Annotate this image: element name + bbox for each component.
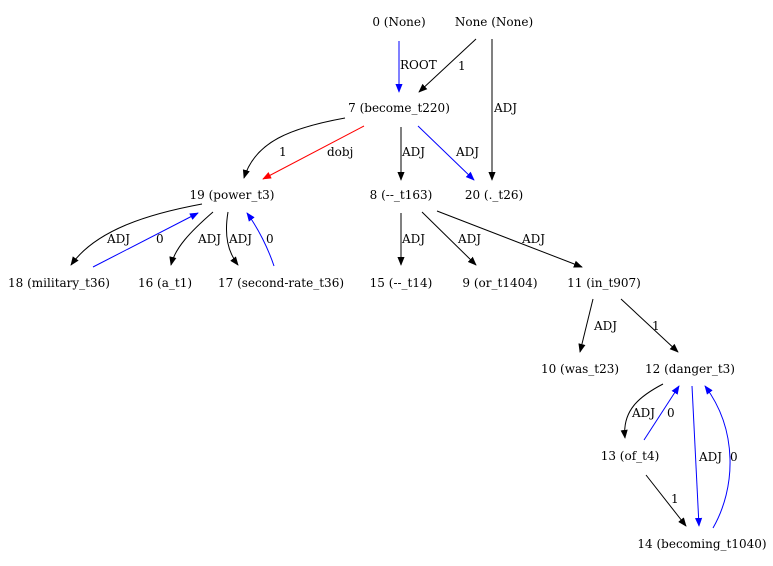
edge-7-to-8: ADJ bbox=[397, 127, 425, 181]
edge-7-to-19-one: 1 bbox=[242, 117, 346, 179]
node-none: None (None) bbox=[455, 15, 533, 29]
edge-label-dobj: dobj bbox=[327, 145, 353, 159]
edge-14-to-12: 0 bbox=[704, 385, 738, 529]
edge-label-adj: ADJ bbox=[631, 406, 655, 420]
edge-13-to-14: 1 bbox=[645, 474, 687, 527]
edge-label-0: 0 bbox=[266, 232, 274, 246]
edge-label-adj: ADJ bbox=[698, 450, 722, 464]
edge-0-to-7: ROOT bbox=[395, 41, 437, 93]
edge-11-to-10: ADJ bbox=[578, 298, 617, 353]
edge-label-adj: ADJ bbox=[593, 319, 617, 333]
edge-label-root: ROOT bbox=[400, 58, 437, 72]
node-10: 10 (was_t23) bbox=[541, 362, 619, 376]
edge-18-to-19: 0 bbox=[92, 212, 199, 268]
edge-label-adj: ADJ bbox=[521, 232, 545, 246]
edge-label-adj: ADJ bbox=[106, 232, 130, 246]
edge-label-adj: ADJ bbox=[457, 232, 481, 246]
edge-none-to-20: ADJ bbox=[488, 39, 517, 181]
node-17: 17 (second-rate_t36) bbox=[218, 276, 344, 290]
edge-19-to-17: ADJ bbox=[225, 211, 252, 266]
edge-12-to-13: ADJ bbox=[620, 383, 664, 439]
node-19: 19 (power_t3) bbox=[190, 188, 275, 202]
node-15: 15 (--_t14) bbox=[370, 276, 433, 290]
node-16: 16 (a_t1) bbox=[138, 276, 192, 290]
edge-label-adj: ADJ bbox=[401, 232, 425, 246]
node-0: 0 (None) bbox=[372, 15, 425, 29]
edge-label-0: 0 bbox=[730, 450, 738, 464]
edge-17-to-19: 0 bbox=[246, 212, 275, 267]
edge-label-adj: ADJ bbox=[197, 232, 221, 246]
edge-8-to-9: ADJ bbox=[421, 211, 481, 266]
edge-12-to-14: ADJ bbox=[691, 385, 722, 527]
edge-label-adj: ADJ bbox=[493, 101, 517, 115]
node-8: 8 (--_t163) bbox=[370, 188, 433, 202]
node-7: 7 (become_t220) bbox=[348, 101, 450, 115]
edge-7-to-20: ADJ bbox=[417, 125, 479, 181]
nodes: 0 (None) None (None) 7 (become_t220) 19 … bbox=[8, 15, 767, 551]
edge-label-1: 1 bbox=[458, 59, 466, 73]
edge-none-to-7: 1 bbox=[418, 38, 477, 93]
node-13: 13 (of_t4) bbox=[601, 449, 660, 463]
edge-label-adj: ADJ bbox=[455, 145, 479, 159]
edge-label-1: 1 bbox=[279, 145, 287, 159]
edges: ROOT 1 ADJ 1 dobj ADJ ADJ bbox=[70, 38, 738, 529]
edge-11-to-12: 1 bbox=[620, 298, 679, 353]
edge-19-to-16: ADJ bbox=[169, 211, 221, 266]
node-12: 12 (danger_t3) bbox=[645, 362, 735, 376]
edge-label-0: 0 bbox=[667, 406, 675, 420]
node-11: 11 (in_t907) bbox=[567, 276, 641, 290]
edge-8-to-15: ADJ bbox=[397, 213, 425, 266]
edge-label-0: 0 bbox=[156, 232, 164, 246]
edge-label-1: 1 bbox=[671, 492, 679, 506]
edge-label-1: 1 bbox=[652, 319, 660, 333]
edge-13-to-12: 0 bbox=[643, 385, 680, 441]
node-20: 20 (._t26) bbox=[465, 188, 523, 202]
node-18: 18 (military_t36) bbox=[8, 276, 110, 290]
edge-7-to-19-dobj: dobj bbox=[262, 125, 365, 180]
node-14: 14 (becoming_t1040) bbox=[637, 537, 766, 551]
edge-label-adj: ADJ bbox=[401, 145, 425, 159]
edge-19-to-18: ADJ bbox=[70, 203, 203, 266]
edge-8-to-11: ADJ bbox=[436, 210, 583, 268]
node-9: 9 (or_t1404) bbox=[462, 276, 537, 290]
edge-label-adj: ADJ bbox=[228, 232, 252, 246]
